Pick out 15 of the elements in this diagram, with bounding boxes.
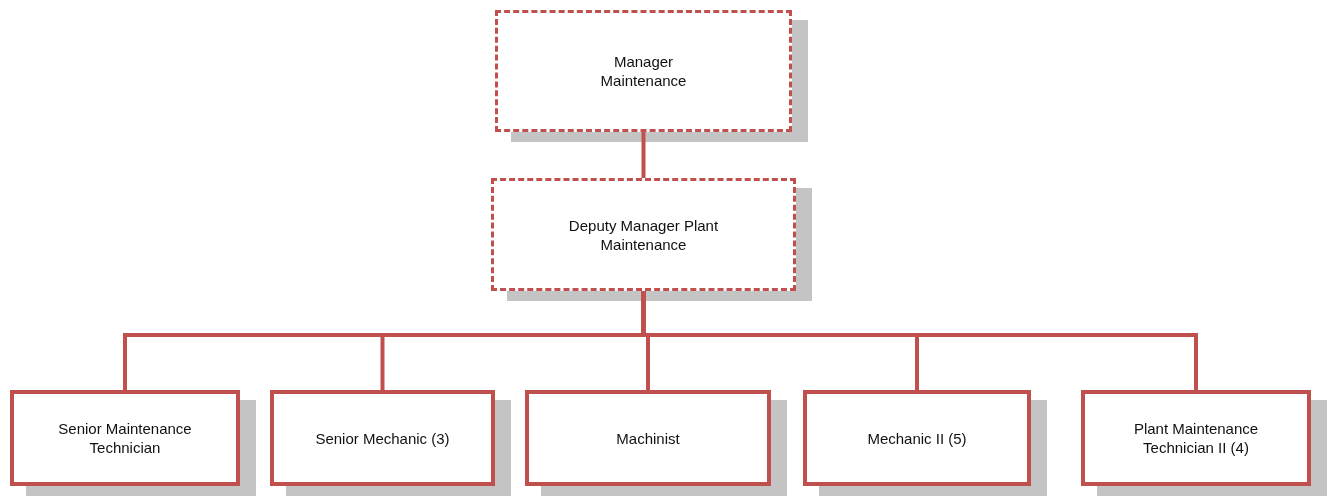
role-title: Senior Maintenance Technician: [57, 419, 193, 457]
role-title: Plant Maintenance Technician II (4): [1132, 419, 1260, 457]
role-title: Manager Maintenance: [599, 52, 688, 90]
role-title: Machinist: [616, 428, 680, 448]
role-title: Mechanic II (5): [867, 428, 967, 448]
org-box: [803, 390, 1031, 486]
org-box: [270, 390, 495, 486]
connector-line: [641, 132, 646, 178]
role-title: Deputy Manager Plant Maintenance: [567, 215, 720, 254]
org-box: [10, 390, 240, 486]
org-box: [491, 178, 796, 291]
role-title: Senior Mechanic (3): [315, 428, 450, 448]
org-box: [1081, 390, 1311, 486]
org-box: [525, 390, 771, 486]
org-box: [495, 10, 792, 132]
